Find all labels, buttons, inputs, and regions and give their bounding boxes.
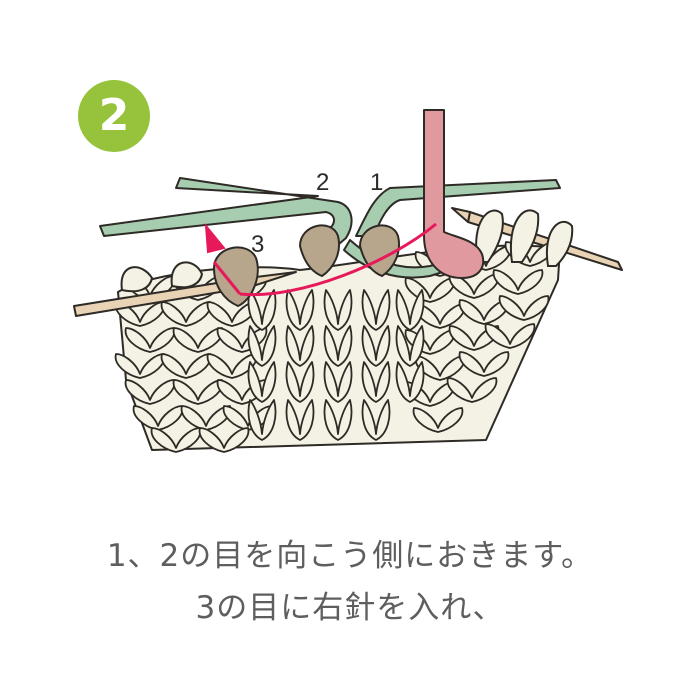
stitch-label-2: 2 bbox=[316, 169, 329, 196]
stitch-label-3: 3 bbox=[251, 231, 264, 258]
right-needle-loops bbox=[475, 209, 574, 267]
step-number-badge: 2 bbox=[78, 80, 150, 152]
stitch-label-1: 1 bbox=[370, 169, 383, 196]
curved-arrow-icon bbox=[204, 222, 226, 254]
instruction-line-1: 1、2の目を向こう側におきます。 bbox=[106, 538, 594, 574]
stitch-labels: 2 1 3 bbox=[251, 169, 383, 258]
left-needle-loops bbox=[120, 261, 204, 293]
needle-path-arrow bbox=[204, 222, 437, 297]
stitch-3-loop bbox=[212, 246, 259, 308]
stitch-2-loop bbox=[298, 224, 340, 278]
held-stitches bbox=[212, 224, 400, 308]
working-yarn bbox=[423, 109, 485, 279]
instruction-line-2: 3の目に右針を入れ、 bbox=[195, 590, 505, 626]
